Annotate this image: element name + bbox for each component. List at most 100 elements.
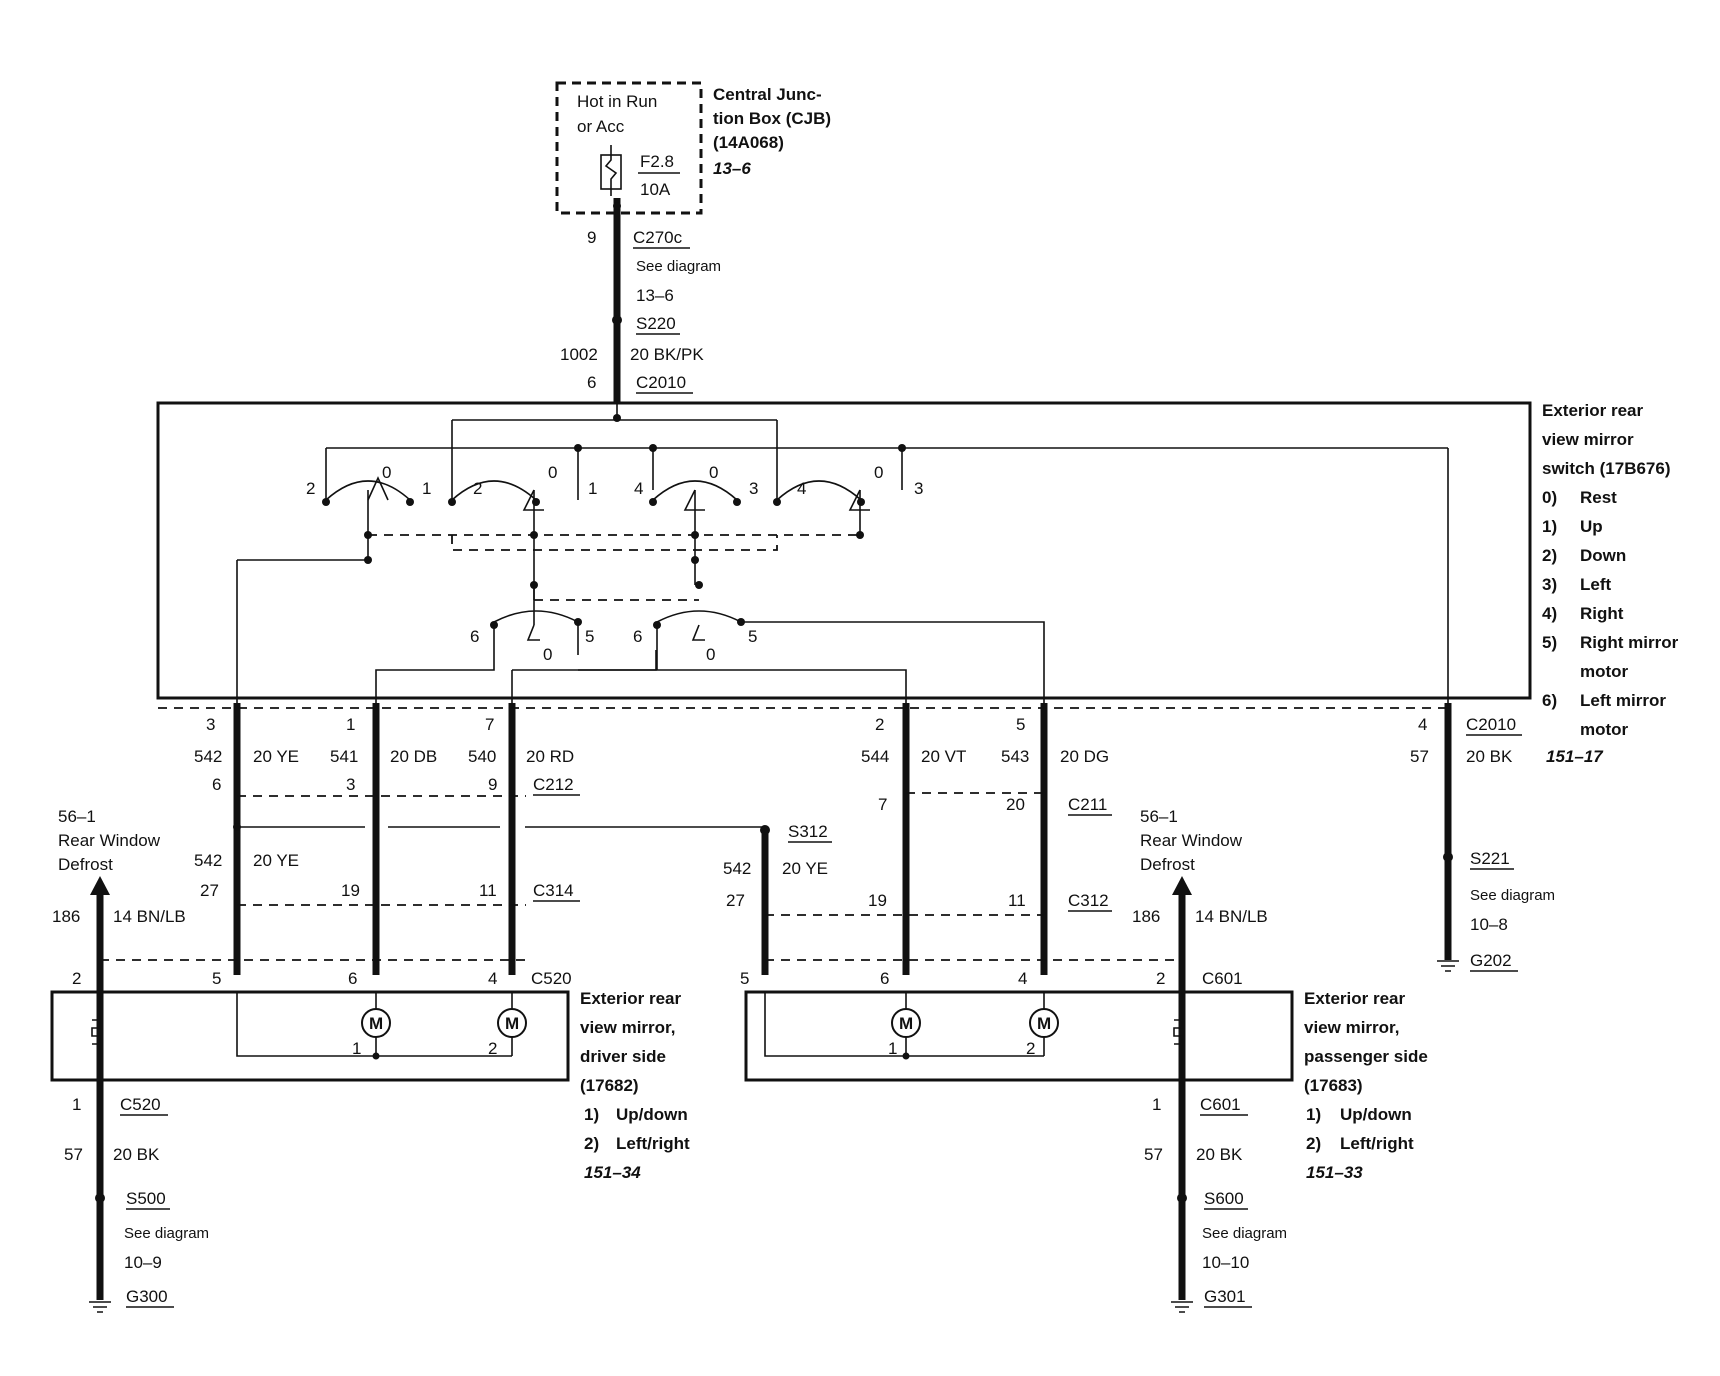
diagram-label: 5) [1542, 633, 1557, 652]
diagram-label: M [1037, 1014, 1051, 1033]
switch-legend: Exterior rear view mirror switch (17B676… [1542, 401, 1679, 766]
cjb-ref: 13–6 [713, 159, 751, 178]
diagram-label: Up/down [1340, 1105, 1412, 1124]
diagram-label: Left/right [616, 1134, 690, 1153]
diagram-label: 57 [1144, 1145, 1163, 1164]
fuse-rating: 10A [640, 180, 671, 199]
diagram-label: 57 [1410, 747, 1429, 766]
diagram-label: Rear Window [58, 831, 161, 850]
c520-label: C520 [531, 969, 572, 988]
diagram-label: 543 [1001, 747, 1029, 766]
heater-element-icon [91, 992, 101, 1080]
diagram-label: 151–33 [1306, 1163, 1363, 1182]
diagram-label: G301 [1204, 1287, 1246, 1306]
diagram-label: 6 [880, 969, 889, 988]
feed-conn-top: C270c [633, 228, 683, 247]
diagram-label: switch (17B676) [1542, 459, 1671, 478]
diagram-label: G300 [126, 1287, 168, 1306]
arrow-up-icon [1172, 876, 1192, 895]
diagram-label: 3 [749, 479, 758, 498]
diagram-label: 57 [64, 1145, 83, 1164]
diagram-label: S500 [126, 1189, 166, 1208]
ground-icon [1171, 1301, 1193, 1313]
diagram-label: 10–8 [1470, 915, 1508, 934]
diagram-label: Defrost [1140, 855, 1195, 874]
diagram-label: 20 BK [113, 1145, 160, 1164]
diagram-label: 0 [706, 645, 715, 664]
diagram-label: 1 [588, 479, 597, 498]
diagram-label: Right mirror [1580, 633, 1679, 652]
diagram-label: 4 [1018, 969, 1027, 988]
diagram-label: Left mirror [1580, 691, 1666, 710]
central-junction-box: Hot in Run or Acc F2.8 10A Central Junc-… [555, 81, 831, 215]
diagram-label: 2) [1306, 1134, 1321, 1153]
feed-circuit: 1002 [560, 345, 598, 364]
diagram-label: 5 [740, 969, 749, 988]
diagram-label: 0 [543, 645, 552, 664]
diagram-label: 3) [1542, 575, 1557, 594]
cjb-title-1: Central Junc- [713, 85, 822, 104]
diagram-label: 27 [726, 891, 745, 910]
diagram-label: 19 [868, 891, 887, 910]
diagram-label: 541 [330, 747, 358, 766]
diagram-label: 10–10 [1202, 1253, 1249, 1272]
s312-label: S312 [788, 822, 828, 841]
diagram-label: view mirror, [1304, 1018, 1399, 1037]
diagram-label: 20 BK [1196, 1145, 1243, 1164]
diagram-label: 1 [352, 1039, 361, 1058]
diagram-label: 542 [194, 851, 222, 870]
diagram-label: 14 BN/LB [1195, 907, 1268, 926]
diagram-label: Rear Window [1140, 831, 1243, 850]
diagram-label: 0) [1542, 488, 1557, 507]
diagram-label: S221 [1470, 849, 1510, 868]
diagram-label: 540 [468, 747, 496, 766]
diagram-label: 20 DG [1060, 747, 1109, 766]
diagram-label: 14 BN/LB [113, 907, 186, 926]
diagram-label: 1) [584, 1105, 599, 1124]
diagram-label: 542 [194, 747, 222, 766]
diagram-label: 1 [72, 1095, 81, 1114]
diagram-label: 6 [348, 969, 357, 988]
diagram-label: 20 VT [921, 747, 966, 766]
ground-g202: S221 See diagram 10–8 G202 [1437, 849, 1555, 972]
diagram-label: passenger side [1304, 1047, 1428, 1066]
diagram-label: 19 [341, 881, 360, 900]
diagram-label: 20 YE [782, 859, 828, 878]
diagram-label: 151–17 [1546, 747, 1604, 766]
mirror-driver: 2 5 6 4 C520 M M 1 2 Exterior rear view … [50, 969, 690, 1182]
diagram-label: 542 [723, 859, 751, 878]
diagram-label: See diagram [1470, 887, 1555, 904]
diagram-label: 20 YE [253, 851, 299, 870]
diagram-label: 2 [1156, 969, 1165, 988]
diagram-label: M [505, 1014, 519, 1033]
diagram-label: S600 [1204, 1189, 1244, 1208]
ground-icon [89, 1301, 111, 1313]
diagram-label: 4) [1542, 604, 1557, 623]
diagram-label: C601 [1200, 1095, 1241, 1114]
diagram-label: 6 [633, 627, 642, 646]
diagram-label: Rest [1580, 488, 1617, 507]
diagram-label: 11 [479, 881, 497, 900]
diagram-label: 6 [212, 775, 221, 794]
diagram-label: 4 [1418, 715, 1427, 734]
diagram-label: motor [1580, 662, 1629, 681]
ground-icon [1437, 960, 1459, 972]
motor-icon [1029, 1008, 1059, 1038]
diagram-label: motor [1580, 720, 1629, 739]
diagram-label: M [899, 1014, 913, 1033]
fuse-id: F2.8 [640, 152, 674, 171]
motor-icon [361, 1008, 391, 1038]
diagram-label: 1) [1542, 517, 1557, 536]
c211-label: C211 [1068, 795, 1107, 814]
c212-label: C212 [533, 775, 574, 794]
mirror-switch: 2 0 1 2 0 1 4 0 3 4 0 3 6 0 5 6 0 5 Exte… [156, 401, 1679, 766]
diagram-label: 7 [878, 795, 887, 814]
diagram-label: 20 YE [253, 747, 299, 766]
arrow-up-icon [90, 876, 110, 895]
diagram-label: 4 [488, 969, 497, 988]
cjb-hot-label-2: or Acc [577, 117, 625, 136]
diagram-label: See diagram [1202, 1225, 1287, 1242]
diagram-label: 2 [875, 715, 884, 734]
diagram-label: 151–34 [584, 1163, 641, 1182]
